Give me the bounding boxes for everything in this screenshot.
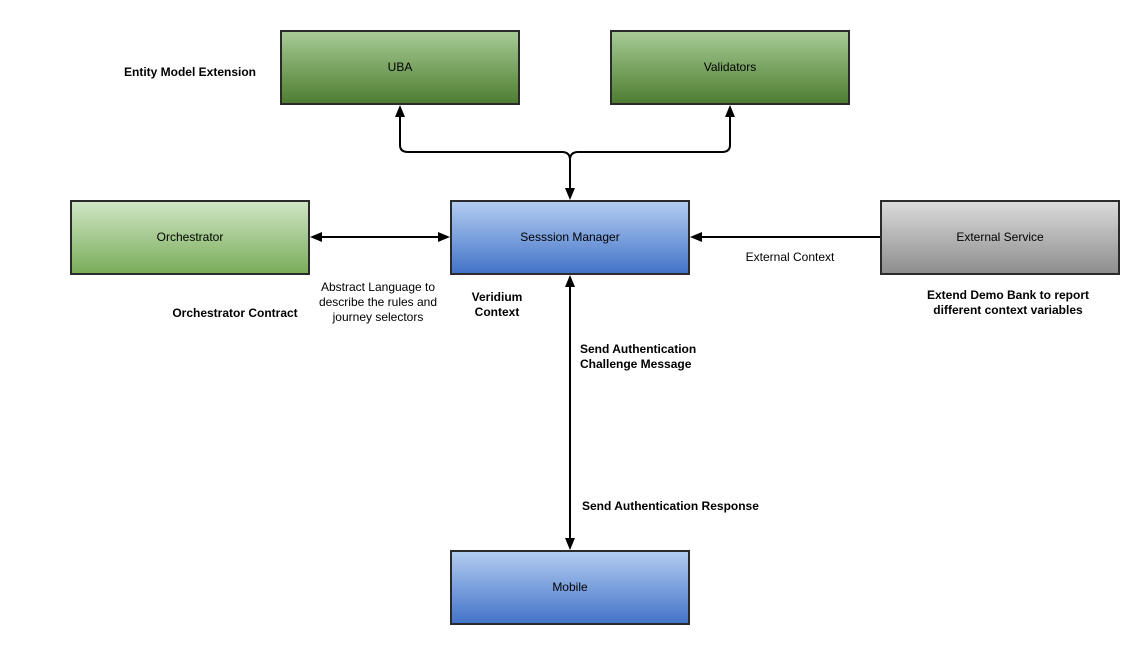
node-session-manager-label: Sesssion Manager bbox=[520, 230, 620, 244]
arrowhead-up-uba bbox=[395, 105, 405, 117]
label-abstract-language-line3: journey selectors bbox=[332, 310, 424, 324]
node-mobile: Mobile bbox=[450, 550, 690, 625]
node-mobile-label: Mobile bbox=[552, 580, 588, 594]
arrowhead-down-session-top bbox=[565, 188, 575, 200]
node-uba-label: UBA bbox=[387, 60, 413, 74]
node-external-service: External Service bbox=[880, 200, 1120, 275]
edge-session-to-uba bbox=[399, 116, 571, 189]
label-abstract-language-line1: Abstract Language to bbox=[320, 280, 436, 294]
label-external-context: External Context bbox=[745, 250, 835, 264]
label-entity-model-extension: Entity Model Extension bbox=[123, 65, 256, 79]
label-abstract-language-line2: describe the rules and bbox=[318, 295, 438, 309]
node-uba: UBA bbox=[280, 30, 520, 105]
node-external-service-label: External Service bbox=[956, 230, 1044, 244]
edge-session-to-validators bbox=[569, 116, 731, 161]
label-send-auth-challenge-line1: Send Authentication bbox=[580, 342, 697, 356]
label-veridium-context-line2: Context bbox=[474, 305, 520, 319]
node-validators-label: Validators bbox=[703, 60, 757, 74]
label-abstract-language: Abstract Language to describe the rules … bbox=[293, 280, 463, 325]
node-orchestrator: Orchestrator bbox=[70, 200, 310, 275]
arrowhead-left-session-right bbox=[690, 232, 702, 242]
arrowhead-up-validators bbox=[725, 105, 735, 117]
arrowhead-down-mobile bbox=[565, 538, 575, 550]
label-veridium-context: Veridium Context bbox=[447, 290, 547, 320]
label-extend-demo-bank: Extend Demo Bank to report different con… bbox=[903, 288, 1113, 318]
node-validators: Validators bbox=[610, 30, 850, 105]
label-send-auth-response: Send Authentication Response bbox=[582, 499, 759, 513]
label-veridium-context-line1: Veridium bbox=[471, 290, 523, 304]
arrowhead-right-session-left bbox=[438, 232, 450, 242]
label-orchestrator-contract: Orchestrator Contract bbox=[172, 306, 298, 320]
label-send-auth-challenge: Send Authentication Challenge Message bbox=[580, 342, 750, 372]
label-send-auth-challenge-line2: Challenge Message bbox=[580, 357, 692, 371]
node-session-manager: Sesssion Manager bbox=[450, 200, 690, 275]
label-extend-demo-bank-line1: Extend Demo Bank to report bbox=[926, 288, 1090, 302]
node-orchestrator-label: Orchestrator bbox=[156, 230, 224, 244]
arrowhead-up-session-bottom bbox=[565, 275, 575, 287]
arrowhead-left-orchestrator bbox=[310, 232, 322, 242]
label-extend-demo-bank-line2: different context variables bbox=[933, 303, 1083, 317]
